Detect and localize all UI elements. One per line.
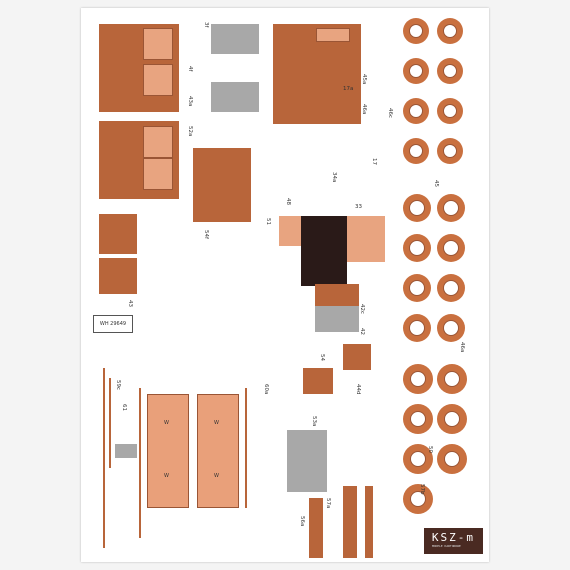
label-44: 57b xyxy=(419,484,425,495)
brown-part-43 xyxy=(315,284,359,306)
grey-block xyxy=(287,430,327,492)
label-46a: 46a xyxy=(361,104,367,115)
wheel-part xyxy=(403,444,433,474)
small-panel xyxy=(99,214,137,254)
label-52a: 52a xyxy=(187,126,193,137)
frame-w-left xyxy=(147,394,189,508)
wheel-part xyxy=(437,234,465,262)
wheel-part xyxy=(437,18,463,44)
label-17a: 17a xyxy=(343,86,354,92)
label-57: 60a xyxy=(263,384,269,395)
stick xyxy=(103,368,105,548)
label-52: 54 xyxy=(319,354,325,361)
frame-w-right xyxy=(197,394,239,508)
label-46: 50 xyxy=(427,446,433,453)
wheel-part xyxy=(437,138,463,164)
w-mark: W xyxy=(164,420,169,426)
strip xyxy=(365,486,373,558)
label-4f: 4f xyxy=(187,66,193,72)
w-mark: W xyxy=(214,473,219,479)
label-17: 17 xyxy=(371,158,377,165)
label-45: 45 xyxy=(433,180,439,187)
wheel-part xyxy=(403,138,429,164)
dark-plate xyxy=(301,216,347,286)
label-54f: 54f xyxy=(203,230,209,239)
label-48: 48 xyxy=(285,198,291,205)
brown-block xyxy=(343,344,371,370)
panel-detail xyxy=(143,28,173,60)
wheel-part xyxy=(403,274,431,302)
label-61: 59c xyxy=(115,380,121,391)
panel-mid-left xyxy=(193,148,251,222)
strip xyxy=(309,498,323,558)
wheel-part xyxy=(403,194,431,222)
label-45a: 45a xyxy=(361,74,367,85)
wheel-part xyxy=(437,98,463,124)
crosshair-plate xyxy=(347,216,385,262)
label-46c: 46c xyxy=(387,108,393,119)
w-mark: W xyxy=(164,473,169,479)
wheel-part xyxy=(437,274,465,302)
label-3f: 3f xyxy=(203,22,209,28)
stick xyxy=(109,378,111,468)
wheel-part xyxy=(437,444,467,474)
label-59: 43 xyxy=(127,300,133,307)
label-54: 53a xyxy=(311,416,317,427)
wheel-part xyxy=(403,234,431,262)
label-43: 42 xyxy=(359,328,365,335)
label-42: 42c xyxy=(359,304,365,315)
wheel-part xyxy=(403,314,431,342)
panel-detail xyxy=(143,158,173,190)
wheel-part xyxy=(437,58,463,84)
wheel-part xyxy=(403,364,433,394)
label-56: 57a xyxy=(325,498,331,509)
label-34a: 34a xyxy=(331,172,337,183)
wheel-part xyxy=(403,484,433,514)
small-panel xyxy=(99,258,137,294)
wheel-part xyxy=(403,58,429,84)
label-33: 33 xyxy=(355,204,362,210)
label-61a: 61 xyxy=(121,404,127,411)
panel-detail xyxy=(143,64,173,96)
label-51: 51 xyxy=(265,218,271,225)
brand-logo: KSZ-m MODELE KARTONOWE xyxy=(423,528,483,554)
grey-part xyxy=(211,82,259,112)
grey-block xyxy=(115,444,137,458)
stick xyxy=(139,388,141,538)
wheel-part xyxy=(437,194,465,222)
wheel-part xyxy=(403,18,429,44)
wheel-part xyxy=(437,404,467,434)
wheel-part xyxy=(437,364,467,394)
brown-block xyxy=(303,368,333,394)
label-53a: 44d xyxy=(355,384,361,395)
label-45c: 46a xyxy=(459,342,465,353)
wheel-part xyxy=(437,314,465,342)
w-mark: W xyxy=(214,420,219,426)
stick xyxy=(245,388,247,508)
wheel-part xyxy=(403,98,429,124)
hull-part-17a-lid xyxy=(316,28,350,42)
label-43a: 43a xyxy=(187,96,193,107)
label-55: 56a xyxy=(299,516,305,527)
parts-sheet: 17a WH 29649 W W W W 3f 4f 43a 52a 45a 4… xyxy=(81,8,489,562)
strip xyxy=(343,486,357,558)
code-plate: WH 29649 xyxy=(93,315,133,333)
grey-part xyxy=(211,24,259,54)
small-part-33 xyxy=(279,216,301,246)
wheel-part xyxy=(403,404,433,434)
panel-detail xyxy=(143,126,173,158)
